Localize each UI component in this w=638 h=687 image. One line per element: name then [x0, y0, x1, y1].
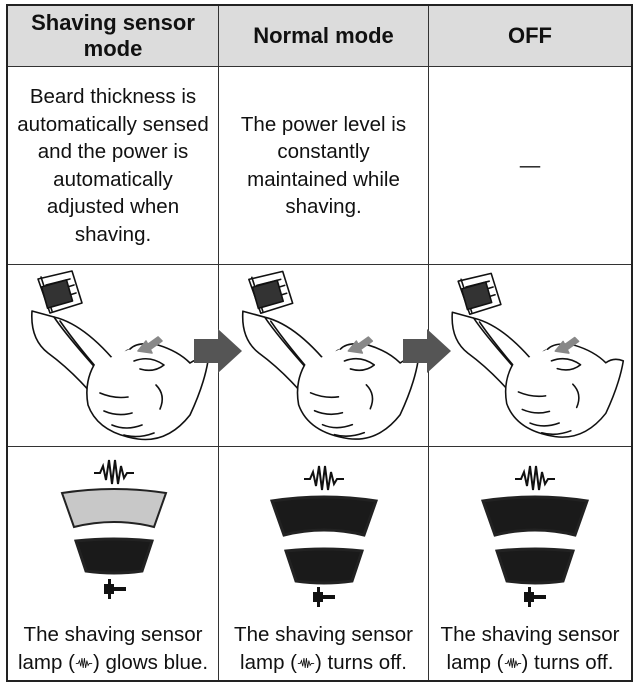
- lamp-cell-normal-mode: The shaving sensor lamp () turns off.: [219, 447, 429, 680]
- lamp-upper-dark: [269, 495, 379, 537]
- lamp-lower-dark: [494, 547, 576, 585]
- sensor-wave-icon: [75, 657, 93, 669]
- lamp-caption: The shaving sensor lamp () turns off.: [219, 621, 428, 676]
- sensor-wave-icon: [303, 465, 345, 491]
- lamp-upper-dark: [480, 495, 590, 537]
- illustration-cell-1: [8, 265, 219, 447]
- lamp-cell-off: The shaving sensor lamp () turns off.: [429, 447, 631, 680]
- shaver-hand-illustration: [451, 272, 625, 439]
- lamp-cell-shaving-sensor: The shaving sensor lamp () glows blue.: [8, 447, 219, 680]
- sensor-wave-icon: [514, 465, 556, 491]
- caption-text-after: ) turns off.: [315, 650, 407, 674]
- header-shaving-sensor-mode: Shaving sensor mode: [8, 6, 219, 67]
- header-label: Normal mode: [253, 23, 394, 48]
- power-plug-icon: [313, 587, 335, 607]
- right-arrow-icon: [403, 329, 451, 373]
- sensor-wave-icon: [297, 657, 315, 669]
- illustration-cell-2: [219, 265, 429, 447]
- caption-text-after: ) glows blue.: [92, 650, 209, 674]
- description-text: The power level is constantly maintained…: [240, 112, 407, 219]
- lamp-upper-lit: [60, 488, 168, 529]
- lamp-lower-dark: [73, 537, 155, 575]
- lamp-caption: The shaving sensor lamp () turns off.: [429, 621, 631, 676]
- sensor-wave-icon: [93, 459, 135, 485]
- description-off: —: [429, 67, 631, 265]
- mode-table: Shaving sensor mode Normal mode OFF Bear…: [6, 4, 633, 682]
- caption-text-after: ) turns off.: [521, 650, 614, 674]
- caption-text-before: The shaving sensor lamp (: [17, 623, 203, 674]
- sensor-wave-icon: [503, 657, 522, 669]
- header-label: OFF: [508, 23, 552, 48]
- description-text: —: [519, 153, 541, 177]
- lamp-caption: The shaving sensor lamp () glows blue.: [8, 621, 218, 676]
- power-plug-icon: [524, 587, 546, 607]
- power-plug-icon: [104, 579, 126, 599]
- description-text: Beard thickness is automatically sensed …: [17, 85, 209, 246]
- header-normal-mode: Normal mode: [219, 6, 429, 67]
- right-arrow-icon: [194, 329, 242, 373]
- caption-text-before: The shaving sensor lamp (: [440, 623, 620, 674]
- description-shaving-sensor-mode: Beard thickness is automatically sensed …: [8, 67, 219, 265]
- shaver-hand-illustration: [30, 270, 209, 441]
- caption-text-before: The shaving sensor lamp (: [234, 623, 413, 674]
- description-normal-mode: The power level is constantly maintained…: [219, 67, 429, 265]
- illustration-cell-3: [429, 265, 631, 447]
- header-label: Shaving sensor mode: [31, 10, 195, 61]
- lamp-lower-dark: [283, 547, 365, 585]
- shaver-hand-illustration: [241, 270, 420, 441]
- header-off: OFF: [429, 6, 631, 67]
